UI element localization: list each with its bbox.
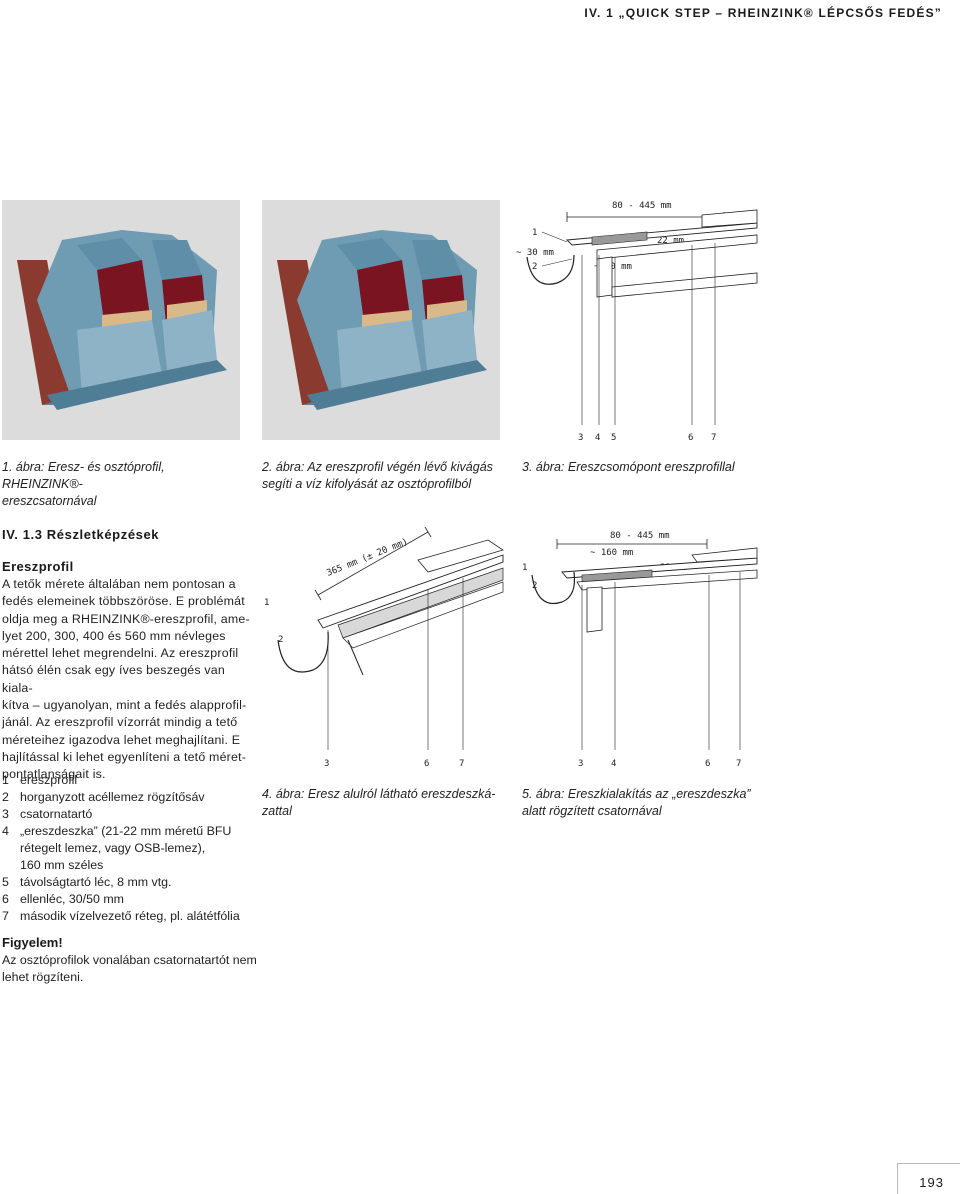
callout-1: 1 <box>522 563 527 573</box>
callout-4: 4 <box>595 433 600 443</box>
callout-6: 6 <box>705 759 710 769</box>
legend-item: rétegelt lemez, vagy OSB-lemez), <box>2 840 260 857</box>
subheading-ereszprofil: Ereszprofil <box>2 559 74 574</box>
legend-num <box>2 857 20 874</box>
legend-num <box>2 840 20 857</box>
roof-model-illustration <box>2 200 240 440</box>
callout-7: 7 <box>736 759 741 769</box>
legend-num: 7 <box>2 909 9 923</box>
legend-text: második vízelvezető réteg, pl. alátétfól… <box>20 909 240 923</box>
legend-text: horganyzott acéllemez rögzítősáv <box>20 790 205 804</box>
callout-1: 1 <box>532 228 537 238</box>
figure-1-caption: 1. ábra: Eresz- és osztóprofil, RHEINZIN… <box>2 459 242 510</box>
caption-line: 2. ábra: Az ereszprofil végén lévő kivág… <box>262 460 493 474</box>
legend-text: távolságtartó léc, 8 mm vtg. <box>20 875 172 889</box>
figure-2-photo <box>262 200 500 440</box>
paragraph-line: hátsó élén csak egy íves beszegés van ki… <box>2 663 225 695</box>
legend-num: 1 <box>2 773 9 787</box>
legend-text: ellenléc, 30/50 mm <box>20 892 124 906</box>
legend-text: csatornatartó <box>20 807 93 821</box>
dim-width-label: 80 - 445 mm <box>612 201 672 211</box>
paragraph-line: méreteihez igazodva lehet meghajlítani. … <box>2 732 241 747</box>
legend-item: 1 ereszprofil <box>2 772 260 789</box>
legend-item: 5 távolságtartó léc, 8 mm vtg. <box>2 874 260 891</box>
paragraph-line: pontatlanságait is. <box>2 767 106 782</box>
caption-line: alatt rögzített csatornával <box>522 804 662 818</box>
dim-22-label: 22 mm <box>657 236 684 246</box>
page-number: 193 <box>919 1175 944 1190</box>
legend-text: „ereszdeszka” (21-22 mm méretű BFU <box>20 824 232 838</box>
running-header: IV. 1 „QUICK STEP – RHEINZINK® LÉPCSŐS F… <box>584 6 942 20</box>
legend-item: 7 második vízelvezető réteg, pl. alátétfó… <box>2 908 260 925</box>
page-number-box <box>897 1163 960 1194</box>
callout-1: 1 <box>264 598 269 608</box>
paragraph-line: A tetők mérete általában nem pontosan a <box>2 577 236 591</box>
legend-text: rétegelt lemez, vagy OSB-lemez), <box>20 841 206 855</box>
caption-line: zattal <box>262 804 292 818</box>
legend-item: 2 horganyzott acéllemez rögzítősáv <box>2 789 260 806</box>
eave-detail-drawing: 80 - 445 mm ~ 30 mm 22 mm ~160 mm 1 2 3 … <box>516 201 758 443</box>
legend-list: 1 ereszprofil 2 horganyzott acéllemez rögz… <box>2 772 260 925</box>
legend-num: 2 <box>2 790 9 804</box>
caption-line: 5. ábra: Ereszkialakítás az „ereszdeszka… <box>522 787 751 801</box>
figure-3-drawing: 80 - 445 mm ~ 30 mm 22 mm ~160 mm 1 2 3 … <box>512 195 762 450</box>
figure-2-caption: 2. ábra: Az ereszprofil végén lévő kivág… <box>262 459 512 493</box>
legend-text: 160 mm széles <box>20 858 104 872</box>
callout-3: 3 <box>324 759 329 769</box>
figure-5-drawing: 80 - 445 mm ~ 160 mm 22 mm 1 2 3 4 6 7 <box>512 520 760 770</box>
callout-6: 6 <box>688 433 693 443</box>
paragraph-line: lyet 200, 300, 400 és 560 mm névleges <box>2 628 226 643</box>
dim-160-label: ~160 mm <box>594 262 632 272</box>
paragraph-line: kítva – ugyanolyan, mint a fedés alappro… <box>2 698 247 713</box>
caption-line: 4. ábra: Eresz alulról látható ereszdesz… <box>262 787 496 801</box>
dim-365-label: 365 mm (± 20 mm) <box>325 537 409 579</box>
eave-underside-drawing: 365 mm (± 20 mm) 1 2 3 6 7 <box>264 526 504 769</box>
body-paragraph: A tetők mérete általában nem pontosan a … <box>2 576 254 784</box>
legend-item: 3 csatornatartó <box>2 806 260 823</box>
section-title: IV. 1.3 Részletképzések <box>2 527 160 542</box>
legend-item: 160 mm széles <box>2 857 260 874</box>
paragraph-line: hajlítással ki lehet egyenlíteni a tető … <box>2 749 247 764</box>
figure-1-photo <box>2 200 240 440</box>
attention-text: Az osztóprofilok vonalában csatornatartó… <box>2 952 262 986</box>
paragraph-line: oldja meg a RHEINZINK®-ereszprofil, ame- <box>2 611 250 626</box>
callout-7: 7 <box>459 759 464 769</box>
callout-2: 2 <box>532 262 537 272</box>
caption-line: ereszcsatornával <box>2 494 97 508</box>
dim-30-label: ~ 30 mm <box>516 248 554 258</box>
legend-num: 4 <box>2 824 9 838</box>
figure-4-drawing: 365 mm (± 20 mm) 1 2 3 6 7 <box>258 520 508 770</box>
callout-4: 4 <box>611 759 616 769</box>
legend-text: ereszprofil <box>20 773 78 787</box>
attention-line: lehet rögzíteni. <box>2 970 84 984</box>
legend-num: 3 <box>2 807 9 821</box>
legend-num: 5 <box>2 875 9 889</box>
dim-width-label: 80 - 445 mm <box>610 531 670 541</box>
legend-item: 6 ellenléc, 30/50 mm <box>2 891 260 908</box>
legend-item: 4 „ereszdeszka” (21-22 mm méretű BFU <box>2 823 260 840</box>
callout-3: 3 <box>578 433 583 443</box>
attention-line: Az osztóprofilok vonalában csatornatartó… <box>2 953 257 967</box>
dim-160-label: ~ 160 mm <box>590 548 633 558</box>
paragraph-line: fedés elemeinek többszöröse. E problémát <box>2 594 245 609</box>
figure-4-caption: 4. ábra: Eresz alulról látható ereszdesz… <box>262 786 512 820</box>
paragraph-line: jánál. Az ereszprofil vízorrát mindig a … <box>2 715 238 730</box>
figure-5-caption: 5. ábra: Ereszkialakítás az „ereszdeszka… <box>522 786 772 820</box>
callout-7: 7 <box>711 433 716 443</box>
caption-line: segíti a víz kifolyását az osztóprofilbó… <box>262 477 472 491</box>
roof-model-illustration <box>262 200 500 440</box>
callout-3: 3 <box>578 759 583 769</box>
attention-title: Figyelem! <box>2 935 63 950</box>
legend-num: 6 <box>2 892 9 906</box>
callout-5: 5 <box>611 433 616 443</box>
callout-2: 2 <box>278 635 283 645</box>
eave-gutter-drawing: 80 - 445 mm ~ 160 mm 22 mm 1 2 3 4 6 7 <box>522 531 758 769</box>
callout-6: 6 <box>424 759 429 769</box>
caption-line: 1. ábra: Eresz- és osztóprofil, RHEINZIN… <box>2 460 165 491</box>
figure-3-caption: 3. ábra: Ereszcsomópont ereszprofillal <box>522 460 735 474</box>
paragraph-line: mérettel lehet megrendelni. Az ereszprof… <box>2 646 239 661</box>
